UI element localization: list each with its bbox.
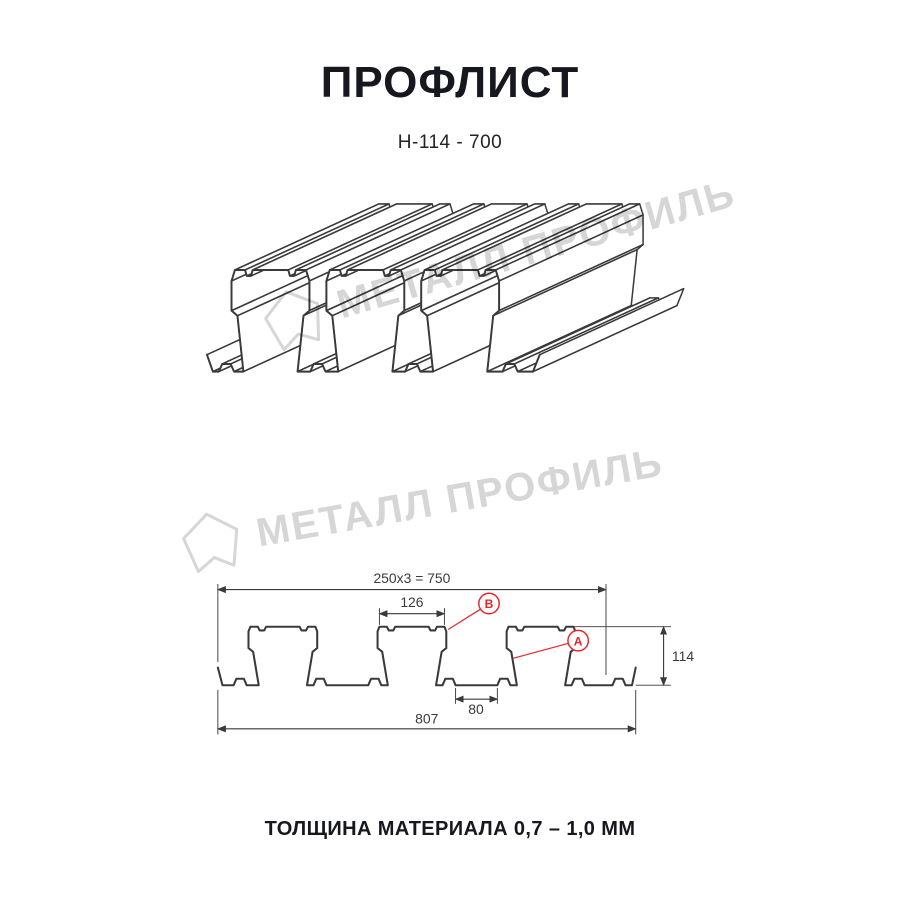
- callout-a-circle: [567, 629, 590, 652]
- dimension-bottom-gap: 80: [454, 688, 499, 717]
- profile-model-subtitle: Н-114 - 700: [397, 132, 503, 153]
- thickness-note: ТОЛЩИНА МАТЕРИАЛА 0,7 – 1,0 ММ: [264, 818, 636, 840]
- dim-label-pitch: 250x3 = 750: [373, 570, 450, 586]
- profile-3d-drawing: [205, 203, 685, 373]
- dim-label-gap: 80: [468, 701, 484, 717]
- callout-a-label: А: [574, 634, 583, 648]
- dimension-pitch: 250x3 = 750: [216, 570, 607, 675]
- section-profile-outline: [216, 625, 637, 687]
- dimension-height: 114: [573, 625, 694, 687]
- cross-section-diagram: 250x3 = 750 126 114 80 807 В А: [216, 570, 694, 735]
- callout-b-label: В: [485, 597, 494, 611]
- watermark-text: МЕТАЛЛ ПРОФИЛЬ: [252, 440, 667, 555]
- dim-label-crest: 126: [400, 594, 423, 610]
- dimension-total-width: 807: [216, 689, 637, 735]
- callout-b-leader: [447, 608, 481, 631]
- callout-a-leader: [512, 642, 569, 659]
- dimension-crest-width: 126: [378, 594, 446, 625]
- page-title: ПРОФЛИСТ: [320, 58, 580, 107]
- dim-label-height: 114: [672, 648, 694, 664]
- callout-annotations: В А: [447, 592, 590, 659]
- callout-b-circle: [478, 592, 500, 615]
- dim-label-total: 807: [415, 710, 438, 726]
- profile-3d-faces: [205, 203, 685, 373]
